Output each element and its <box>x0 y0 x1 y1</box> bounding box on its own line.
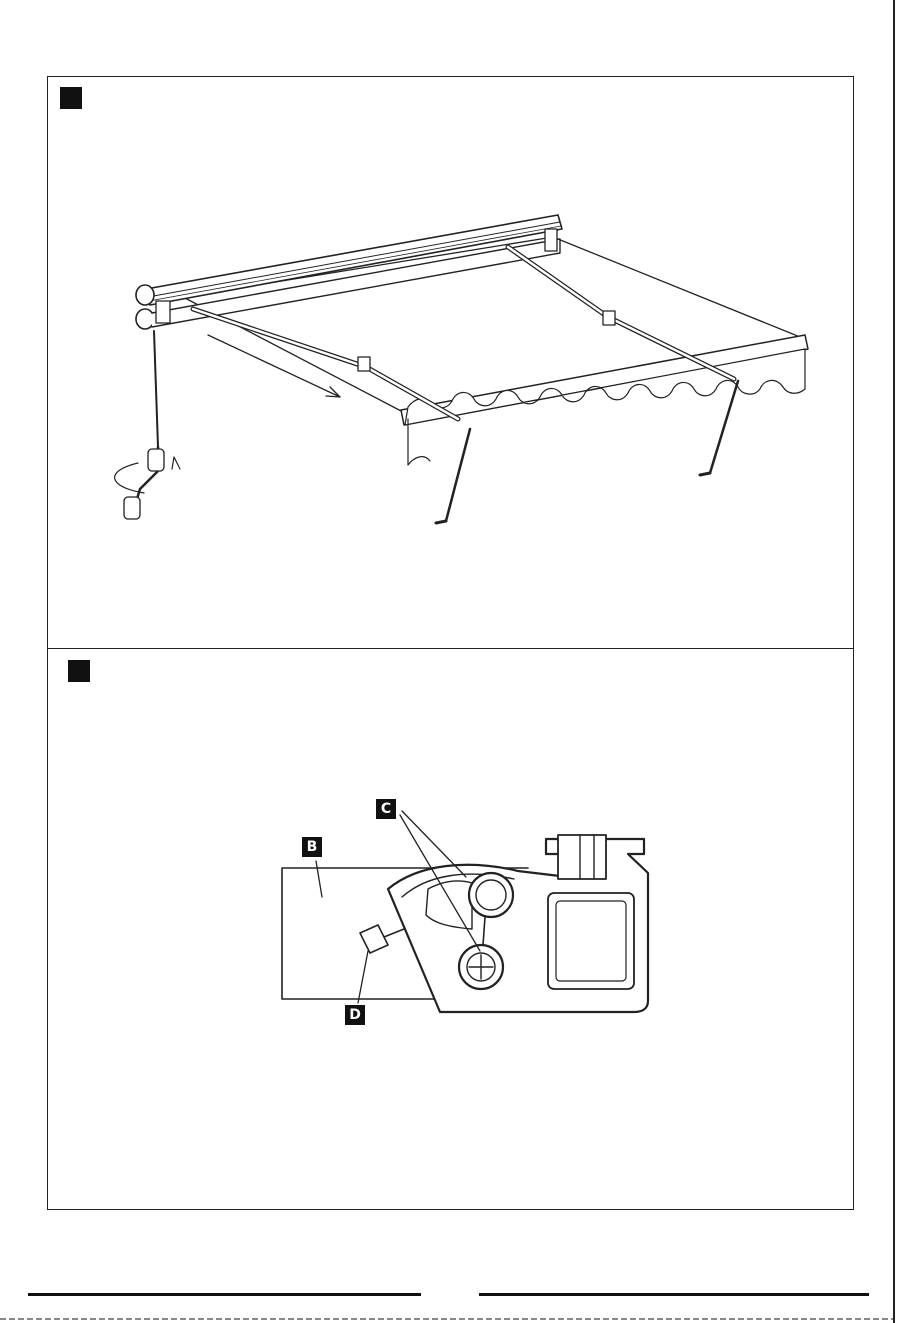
footer-rule-left <box>28 1293 421 1296</box>
arm-elbow-left <box>358 357 370 371</box>
arm-elbow-right <box>603 311 615 325</box>
roller-end-cap <box>136 285 154 305</box>
adjustment-screw <box>360 925 388 953</box>
page-edge-rule <box>893 0 895 1323</box>
step-panel-2: B C D <box>47 648 854 1210</box>
callout-c: C <box>376 799 396 819</box>
step-panel-1 <box>47 76 854 649</box>
awning-illustration <box>48 77 855 650</box>
crank-rod <box>154 331 158 447</box>
wall-bracket-left <box>156 301 170 323</box>
footer-rule-right <box>479 1293 869 1296</box>
support-leg-left <box>446 429 470 521</box>
bracket-detail-illustration <box>48 649 855 1211</box>
leader-b <box>316 861 322 897</box>
leader-d <box>358 951 368 1003</box>
wall-bracket-right <box>545 229 557 251</box>
support-leg-right <box>710 381 738 473</box>
valance-bottom-edge <box>408 419 430 465</box>
square-socket <box>548 893 634 989</box>
page-bottom-dashed-edge <box>0 1318 893 1320</box>
callout-d: D <box>345 1005 365 1025</box>
callout-b: B <box>302 837 322 857</box>
